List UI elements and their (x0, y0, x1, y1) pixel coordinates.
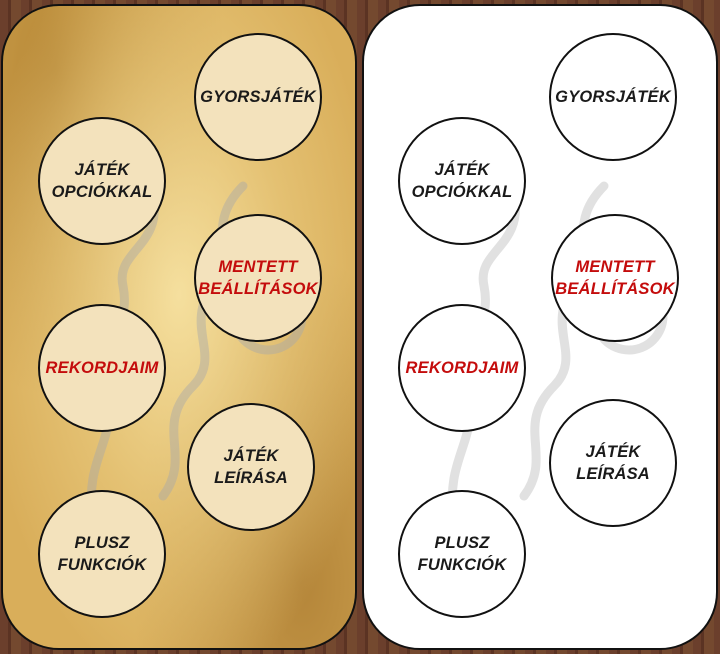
menu-panel-parchment: GYORSJÁTÉK JÁTÉK OPCIÓKKAL MENTETT BEÁLL… (1, 4, 357, 650)
game-description-button[interactable]: JÁTÉK LEÍRÁSA (187, 403, 315, 531)
my-records-button[interactable]: REKORDJAIM (38, 304, 166, 432)
game-with-options-button[interactable]: JÁTÉK OPCIÓKKAL (398, 117, 526, 245)
menu-panel-plain: GYORSJÁTÉK JÁTÉK OPCIÓKKAL MENTETT BEÁLL… (362, 4, 718, 650)
game-with-options-button[interactable]: JÁTÉK OPCIÓKKAL (38, 117, 166, 245)
quick-game-button[interactable]: GYORSJÁTÉK (194, 33, 322, 161)
game-description-button[interactable]: JÁTÉK LEÍRÁSA (549, 399, 677, 527)
saved-settings-button[interactable]: MENTETT BEÁLLÍTÁSOK (551, 214, 679, 342)
saved-settings-button[interactable]: MENTETT BEÁLLÍTÁSOK (194, 214, 322, 342)
extra-features-button[interactable]: PLUSZ FUNKCIÓK (38, 490, 166, 618)
extra-features-button[interactable]: PLUSZ FUNKCIÓK (398, 490, 526, 618)
my-records-button[interactable]: REKORDJAIM (398, 304, 526, 432)
quick-game-button[interactable]: GYORSJÁTÉK (549, 33, 677, 161)
